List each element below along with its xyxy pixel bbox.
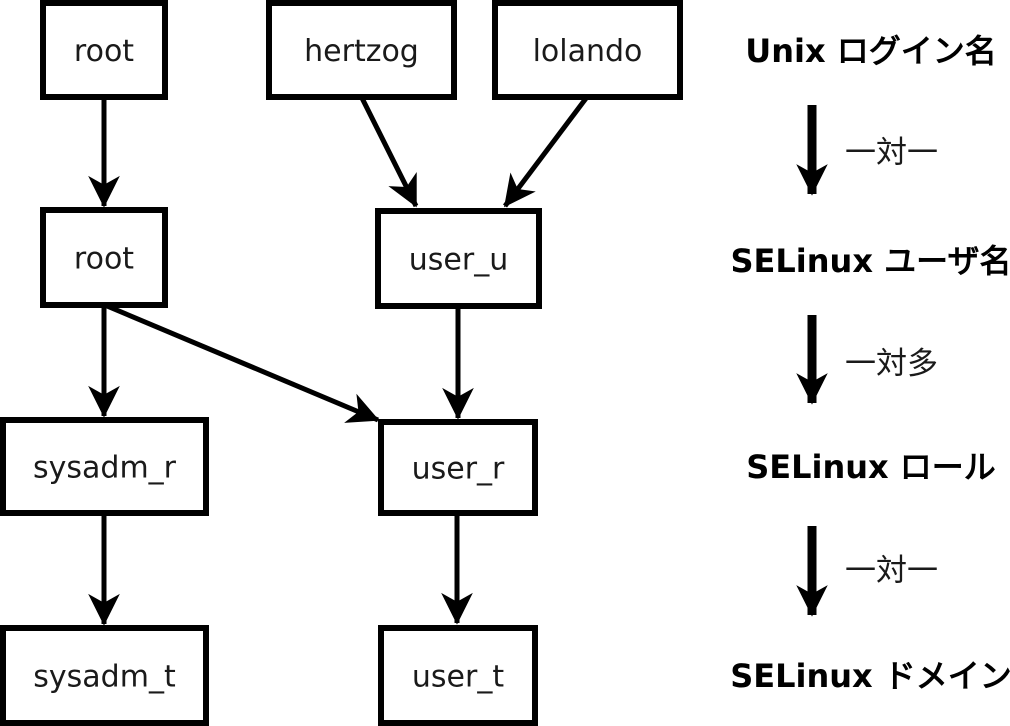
- node-unix-root: root: [40, 0, 168, 100]
- edges-layer: [88, 95, 589, 626]
- legend-header-unix-login-name: Unix ログイン名: [745, 32, 997, 70]
- node-selinux-root: root: [40, 207, 168, 308]
- node-label-unix-hertzog: hertzog: [304, 34, 419, 69]
- node-label-unix-lolando: lolando: [533, 34, 643, 69]
- edge-lolando-to-user-u: [503, 95, 589, 208]
- legend-relation-label-one-to-many: 一対多: [845, 346, 938, 382]
- node-label-role-sysadm-r: sysadm_r: [33, 451, 177, 486]
- legend-header-selinux-user-name: SELinux ユーザ名: [731, 242, 1010, 280]
- node-role-sysadm-r: sysadm_r: [0, 417, 209, 516]
- node-domain-user-t: user_t: [378, 625, 538, 726]
- legend-relation-label-one-to-one-1: 一対一: [845, 135, 938, 171]
- node-rect-domain-sysadm-t: [0, 625, 209, 726]
- node-domain-sysadm-t: sysadm_t: [0, 625, 209, 726]
- node-label-selinux-user-u: user_u: [409, 243, 508, 278]
- legend-layer: Unix ログイン名 SELinux ユーザ名 SELinux ロール SELinux…: [730, 32, 1010, 695]
- node-label-role-user-r: user_r: [412, 452, 505, 487]
- node-label-unix-root: root: [74, 34, 134, 69]
- node-label-domain-sysadm-t: sysadm_t: [33, 660, 176, 695]
- node-label-selinux-root: root: [74, 242, 134, 277]
- node-rect-unix-hertzog: [266, 0, 457, 100]
- node-rect-unix-lolando: [492, 0, 683, 100]
- legend-header-selinux-domain: SELinux ドメイン: [730, 657, 1010, 695]
- node-label-domain-user-t: user_t: [412, 660, 504, 695]
- legend-relation-label-one-to-one-2: 一対一: [845, 553, 938, 589]
- node-rect-domain-user-t: [378, 625, 538, 726]
- edge-selinux-root-to-user-r: [106, 303, 380, 423]
- edge-hertzog-to-user-u: [359, 96, 419, 208]
- node-rect-selinux-root: [40, 207, 168, 308]
- node-selinux-user-u: user_u: [375, 208, 542, 309]
- legend-header-selinux-role: SELinux ロール: [746, 448, 996, 486]
- node-role-user-r: user_r: [378, 419, 538, 516]
- node-rect-role-sysadm-r: [0, 417, 209, 516]
- node-unix-hertzog: hertzog: [266, 0, 457, 100]
- node-unix-lolando: lolando: [492, 0, 683, 100]
- node-rect-role-user-r: [378, 419, 538, 516]
- node-rect-unix-root: [40, 0, 168, 100]
- node-rect-selinux-user-u: [375, 208, 542, 309]
